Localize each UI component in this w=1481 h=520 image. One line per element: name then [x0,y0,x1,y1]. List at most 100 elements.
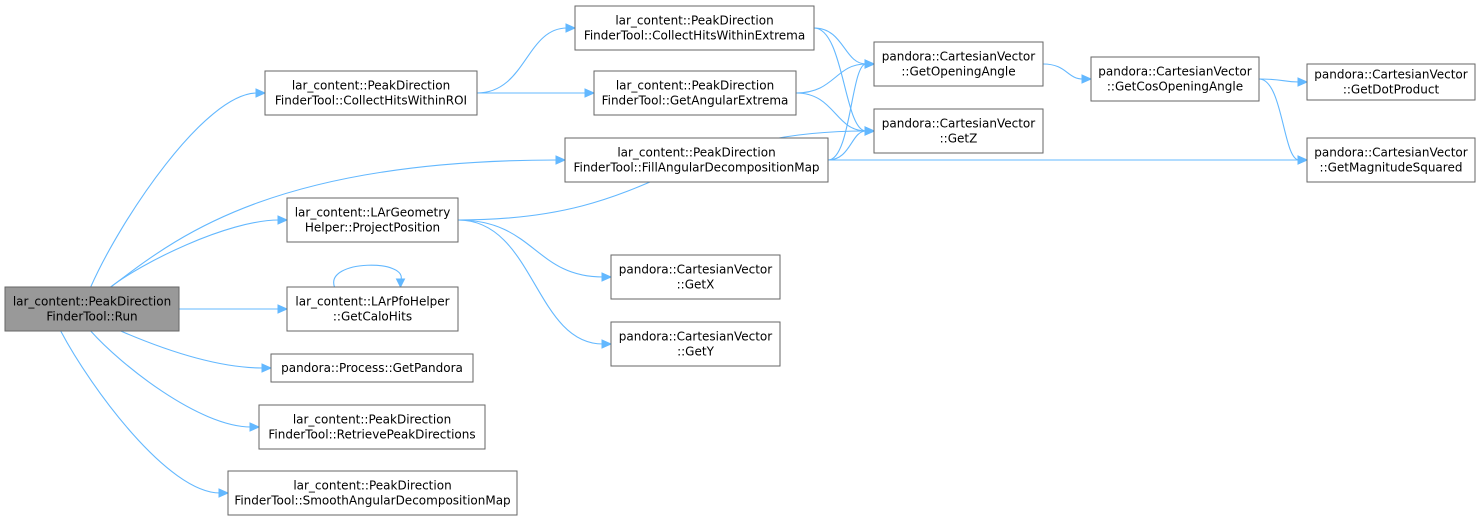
node-projectPosition[interactable]: lar_content::LArGeometryHelper::ProjectP… [286,197,459,243]
node-label-line: FinderTool::CollectHitsWithinROI [275,94,467,108]
node-label-line: lar_content::PeakDirection [616,79,774,93]
node-getPandora[interactable]: pandora::Process::GetPandora [270,353,474,383]
nodes-layer: lar_content::PeakDirectionFinderTool::Ru… [4,5,1476,516]
node-label-line: lar_content::PeakDirection [292,79,450,93]
node-box [258,404,486,450]
edge-line [90,92,258,288]
edge-run-to-getPandora [120,330,273,373]
edge-line [827,130,867,161]
node-box [610,321,781,367]
edge-line [813,27,867,65]
edge-arrowhead [864,126,876,136]
edge-projectPosition-to-getY [457,219,613,349]
node-getZ[interactable]: pandora::CartesianVector::GetZ [873,108,1044,154]
node-run[interactable]: lar_content::PeakDirectionFinderTool::Ru… [4,286,180,332]
node-label-line: FinderTool::GetAngularExtrema [602,94,789,108]
edge-getAngularExtrema-to-getZ [795,92,876,136]
edge-arrowhead [277,304,289,314]
node-label-line: lar_content::PeakDirection [293,479,451,493]
edge-fillMap-to-getMagnitudeSquared [828,155,1309,165]
edge-line [90,330,252,428]
edge-line [110,219,280,288]
edge-line [1258,78,1300,161]
edge-run-to-smoothMap [60,330,230,498]
node-label-line: pandora::Process::GetPandora [281,361,463,375]
edge-fillMap-to-getOpeningAngle [827,59,876,161]
node-box [1090,56,1260,102]
node-box [4,286,180,332]
node-label-line: ::GetZ [940,132,978,146]
node-label-line: pandora::CartesianVector [619,330,773,344]
edge-line [60,330,221,494]
node-getDotProduct[interactable]: pandora::CartesianVector::GetDotProduct [1306,63,1476,101]
node-box [574,5,815,51]
edge-arrowhead [255,88,267,98]
node-label-line: FinderTool::SmoothAngularDecompositionMa… [234,494,510,508]
node-label-line: FinderTool::FillAngularDecompositionMap [573,161,819,175]
node-getX[interactable]: pandora::CartesianVector::GetX [610,254,781,300]
edge-collectROI-to-collectExtrema [476,23,577,94]
edge-collectROI-to-getAngularExtrema [477,88,596,98]
node-label-line: ::GetCosOpeningAngle [1107,80,1243,94]
edge-arrowhead [277,215,289,225]
node-box [286,197,459,243]
edge-run-to-retrievePeak [90,330,261,432]
edge-line [333,264,402,288]
edge-line [457,219,604,345]
node-label-line: lar_content::LArPfoHelper [295,295,449,309]
node-label-line: pandora::CartesianVector [619,263,773,277]
node-label-line: lar_content::LArGeometry [295,206,451,220]
node-fillMap[interactable]: lar_content::PeakDirectionFinderTool::Fi… [564,137,829,183]
node-box [1306,137,1476,183]
edge-projectPosition-to-getX [457,219,613,282]
edge-line [1258,78,1300,83]
node-getOpeningAngle[interactable]: pandora::CartesianVector::GetOpeningAngl… [873,41,1044,87]
node-box [227,470,518,516]
edge-line [110,159,558,288]
node-getAngularExtrema[interactable]: lar_content::PeakDirectionFinderTool::Ge… [593,70,797,116]
node-collectROI[interactable]: lar_content::PeakDirectionFinderTool::Co… [264,70,478,116]
edge-getAngularExtrema-to-getOpeningAngle [795,59,876,94]
edge-arrowhead [864,59,876,69]
node-box [873,108,1044,154]
node-label-line: ::GetCaloHits [333,310,412,324]
node-label-line: pandora::CartesianVector [1098,65,1252,79]
node-label-line: FinderTool::RetrievePeakDirections [268,428,475,442]
node-smoothMap[interactable]: lar_content::PeakDirectionFinderTool::Sm… [227,470,518,516]
node-label-line: ::GetY [677,345,714,359]
node-box [610,254,781,300]
edge-getCosOpeningAngle-to-getDotProduct [1258,77,1309,87]
edge-line [795,92,867,132]
node-label-line: pandora::CartesianVector [1314,68,1468,82]
node-getMagnitudeSquared[interactable]: pandora::CartesianVector::GetMagnitudeSq… [1306,137,1476,183]
node-label-line: ::GetMagnitudeSquared [1320,161,1463,175]
edge-arrowhead [1081,74,1093,84]
node-collectExtrema[interactable]: lar_content::PeakDirectionFinderTool::Co… [574,5,815,51]
edge-run-to-projectPosition [110,215,289,288]
node-retrievePeak[interactable]: lar_content::PeakDirectionFinderTool::Re… [258,404,486,450]
node-getCosOpeningAngle[interactable]: pandora::CartesianVector::GetCosOpeningA… [1090,56,1260,102]
node-box [264,70,478,116]
edge-line [813,27,867,132]
edge-collectExtrema-to-getZ [813,27,876,136]
edge-line [827,63,867,161]
node-label-line: pandora::CartesianVector [882,117,1036,131]
edge-arrowhead [565,23,577,33]
edge-arrowhead [1297,155,1309,165]
node-box [873,41,1044,87]
edge-arrowhead [261,363,273,373]
node-box [286,286,459,332]
node-getCaloHits[interactable]: lar_content::LArPfoHelper::GetCaloHits [286,286,459,332]
node-getY[interactable]: pandora::CartesianVector::GetY [610,321,781,367]
node-box [1306,63,1476,101]
edge-arrowhead [584,88,596,98]
edge-getOpeningAngle-to-getCosOpeningAngle [1042,63,1093,84]
edge-getCaloHits-to-getCaloHits [333,264,406,289]
node-label-line: lar_content::PeakDirection [293,413,451,427]
edge-arrowhead [601,272,613,282]
node-label-line: pandora::CartesianVector [882,50,1036,64]
edge-line [120,330,264,369]
node-label-line: FinderTool::Run [46,310,137,324]
edges-layer [60,23,1309,498]
